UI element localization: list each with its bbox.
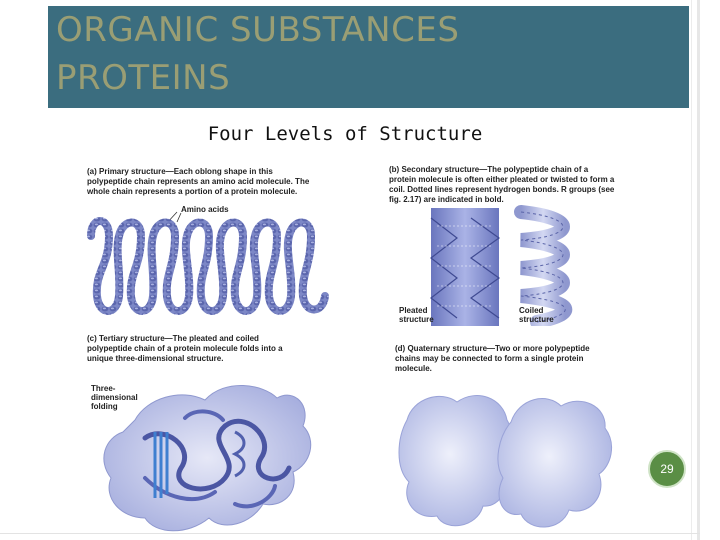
tertiary-fold-illustration — [85, 328, 385, 540]
panel-secondary-structure: (b) Secondary structure—The polypeptide … — [387, 156, 621, 326]
slide-title: ORGANIC SUBSTANCES PROTEINS — [56, 6, 459, 102]
title-line-1: ORGANIC SUBSTANCES — [56, 10, 459, 50]
pleated-and-coiled-illustration — [387, 156, 621, 326]
page-number-badge: 29 — [648, 450, 686, 488]
title-line-2: PROTEINS — [56, 58, 230, 98]
panel-tertiary-structure: (c) Tertiary structure—The pleated and c… — [85, 328, 385, 540]
slide-border-right — [697, 0, 700, 540]
quaternary-subunits-illustration — [393, 328, 621, 540]
panel-quaternary-structure: (d) Quaternary structure—Two or more pol… — [393, 328, 621, 540]
amino-acid-chain-illustration — [85, 156, 355, 326]
slide-subtitle: Four Levels of Structure — [0, 123, 690, 145]
protein-structure-figure: (a) Primary structure—Each oblong shape … — [85, 156, 621, 540]
pleated-structure-label: Pleated structure — [399, 306, 443, 324]
coiled-structure-label: Coiled structure — [519, 306, 563, 324]
panel-primary-structure: (a) Primary structure—Each oblong shape … — [85, 156, 355, 326]
slide-border-right-inner — [691, 0, 692, 540]
